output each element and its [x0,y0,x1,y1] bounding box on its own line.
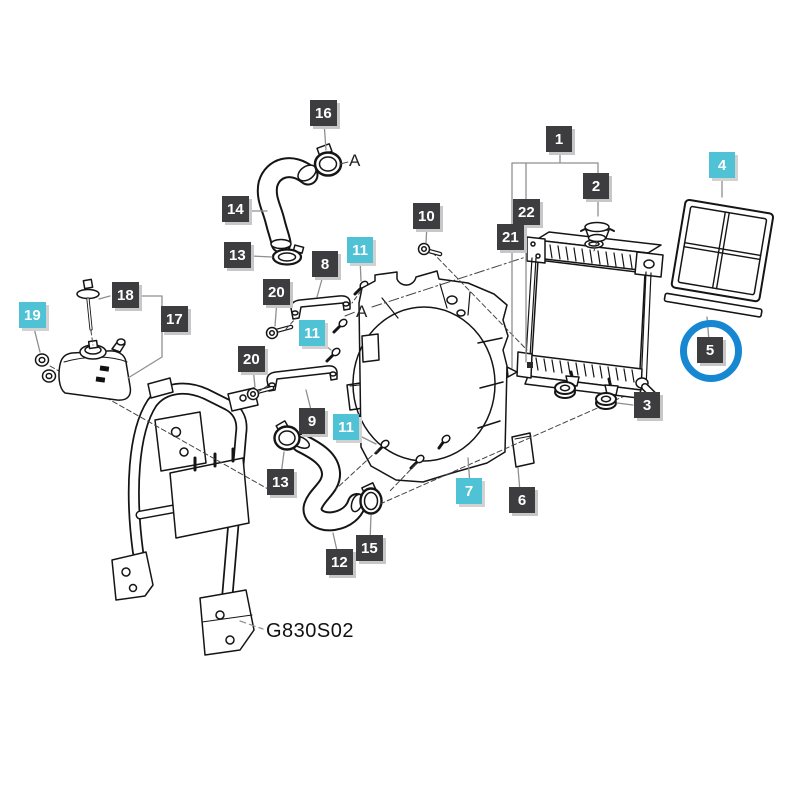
callout-11-a[interactable]: 11 [347,237,373,263]
part-hose-clamp-13-upper [271,244,305,266]
part-seal-strip-5 [663,292,763,318]
part-upper-hose [256,157,319,254]
part-bolt-10 [417,242,443,257]
part-hose-clamp-13-lower [273,420,301,451]
callout-11-c[interactable]: 11 [333,414,359,440]
callout-12[interactable]: 12 [326,549,353,575]
part-screen-4 [670,198,775,303]
part-hose-clamp-16 [313,143,343,177]
callout-3[interactable]: 3 [634,392,660,418]
callout-9[interactable]: 9 [299,408,325,434]
part-washers [34,353,57,383]
callout-2[interactable]: 2 [583,173,609,199]
callout-8[interactable]: 8 [312,251,338,277]
part-bolt-20-upper [265,324,294,340]
callout-16[interactable]: 16 [310,100,337,126]
callout-10[interactable]: 10 [413,203,440,229]
callout-18[interactable]: 18 [112,282,139,308]
part-dipstick [76,278,100,331]
callout-1[interactable]: 1 [546,126,572,152]
assembly-dash-lines [90,161,637,505]
callout-4[interactable]: 4 [709,152,735,178]
callout-15[interactable]: 15 [356,535,383,561]
callout-7[interactable]: 7 [456,478,482,504]
assembly-dash-cap [593,240,598,252]
callout-20-b[interactable]: 20 [238,346,265,372]
figure-code: G830S02 [266,620,355,642]
part-hose-clamp-15 [359,482,383,515]
part-pad-6 [511,432,535,468]
callout-5[interactable]: 5 [697,337,723,363]
part-pin-22 [527,362,533,368]
callout-13-upper[interactable]: 13 [224,242,251,268]
part-bracket-9 [266,365,338,392]
part-screws-11 [325,280,369,363]
callout-20-a[interactable]: 20 [263,279,290,305]
callout-22[interactable]: 22 [513,199,540,225]
view-label-a-lower: A [356,302,368,321]
callout-17[interactable]: 17 [161,306,188,332]
part-clip-21 [506,366,518,378]
callout-6[interactable]: 6 [509,487,535,513]
callout-11-b[interactable]: 11 [299,320,325,346]
callout-19[interactable]: 19 [19,302,46,328]
part-support-frame [111,377,259,656]
figure-code-leader [239,620,264,630]
part-bolt-20-lower [246,385,275,401]
callout-14[interactable]: 14 [222,196,249,222]
leader-lines [32,121,723,556]
callout-13-lower[interactable]: 13 [267,469,294,495]
part-radiator-cap [580,221,615,243]
callout-21[interactable]: 21 [497,224,524,250]
part-fan-shroud [352,270,509,483]
part-lower-hose [289,433,367,532]
part-bracket-8 [290,295,351,320]
part-radiator [516,231,664,402]
view-label-a-upper: A [349,151,361,170]
part-grommets-3 [554,381,617,410]
part-overflow-tank [58,338,132,401]
highlight-circle [680,320,742,382]
